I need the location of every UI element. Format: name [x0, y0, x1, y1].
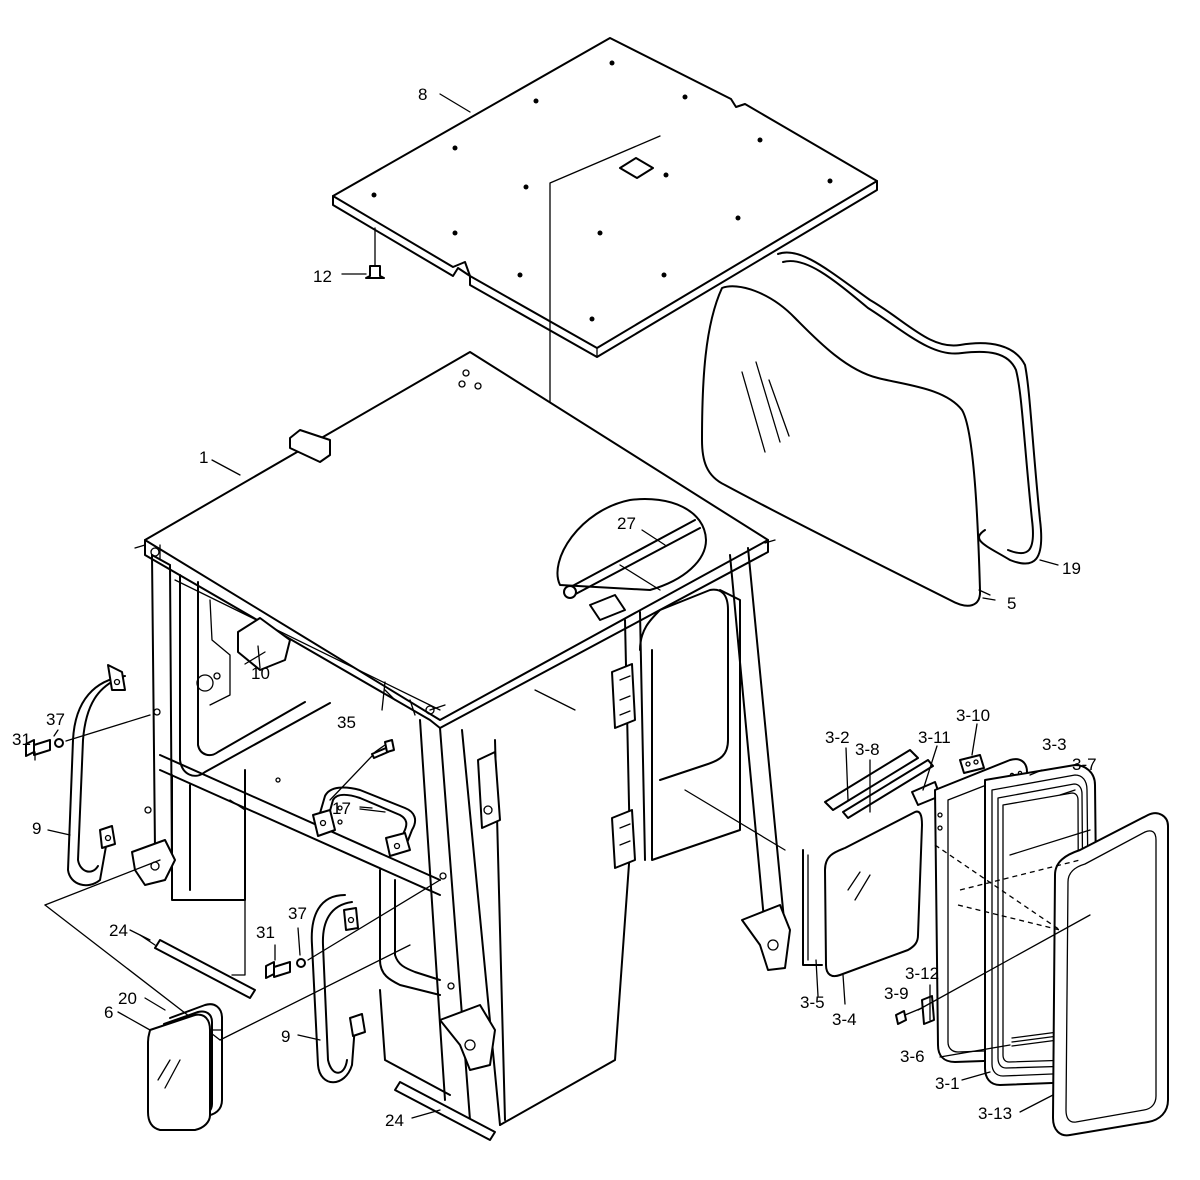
label-3-4: 3-4	[832, 1010, 857, 1029]
label-6: 6	[104, 1003, 113, 1022]
part-labels: 8 12 1 27 19 5 10 3-10 35 37 31 3-2 3-11…	[12, 85, 1097, 1130]
label-8: 8	[418, 85, 427, 104]
label-31-center: 31	[256, 923, 275, 942]
detail-callout-27	[556, 498, 707, 621]
label-3-8: 3-8	[855, 740, 880, 759]
label-12: 12	[313, 267, 332, 286]
strip-3-5	[802, 849, 823, 966]
roof-screw	[341, 227, 385, 279]
label-24-lower: 24	[385, 1111, 404, 1130]
handrail-left	[67, 664, 126, 887]
step-plate-lower	[394, 1081, 496, 1141]
label-9-left: 9	[32, 819, 41, 838]
label-3-12: 3-12	[905, 964, 939, 983]
label-3-11: 3-11	[918, 728, 951, 747]
bracket-3-12	[921, 995, 935, 1025]
roof-panel-opening	[619, 157, 654, 179]
handle-screw	[329, 739, 395, 801]
label-5: 5	[1007, 594, 1016, 613]
label-27: 27	[617, 514, 636, 533]
step-plate-left	[139, 934, 256, 999]
screw-3-9	[895, 1010, 907, 1025]
roof-liner-panel	[332, 37, 878, 358]
rear-window-glass	[701, 285, 991, 607]
label-10: 10	[251, 664, 270, 683]
glass-3-4	[824, 810, 923, 978]
handrail-center	[310, 894, 366, 1084]
leader-lines	[34, 93, 1076, 1113]
label-3-7: 3-7	[1072, 755, 1097, 774]
bolt-washer-upper-left	[25, 714, 151, 757]
cab-frame	[44, 351, 791, 1126]
frame-3-13	[1052, 812, 1169, 1137]
label-3-6: 3-6	[900, 1047, 925, 1066]
label-37-upper: 37	[46, 710, 65, 729]
rail-3-8	[842, 759, 934, 819]
bolt-washer-center	[265, 879, 441, 979]
roof-panel-holes	[371, 60, 833, 322]
window-seal	[777, 251, 1043, 565]
catch-3-10	[959, 754, 985, 774]
sliding-window-assembly	[802, 749, 1169, 1137]
label-37-center: 37	[288, 904, 307, 923]
label-31-upper: 31	[12, 730, 31, 749]
label-17: 17	[332, 799, 351, 818]
grab-handle	[312, 786, 417, 857]
label-3-2: 3-2	[825, 728, 850, 747]
label-3-10: 3-10	[956, 706, 990, 725]
label-1: 1	[199, 448, 208, 467]
label-3-1: 3-1	[935, 1074, 960, 1093]
label-24-left: 24	[109, 921, 128, 940]
label-3-9: 3-9	[884, 984, 909, 1003]
label-20: 20	[118, 989, 137, 1008]
label-9-center: 9	[281, 1027, 290, 1046]
side-small-window	[147, 1003, 223, 1131]
label-35: 35	[337, 713, 356, 732]
label-3-3: 3-3	[1042, 735, 1067, 754]
label-3-13: 3-13	[978, 1104, 1012, 1123]
label-3-5: 3-5	[800, 993, 825, 1012]
label-19: 19	[1062, 559, 1081, 578]
roof-panel-leader	[549, 135, 661, 496]
